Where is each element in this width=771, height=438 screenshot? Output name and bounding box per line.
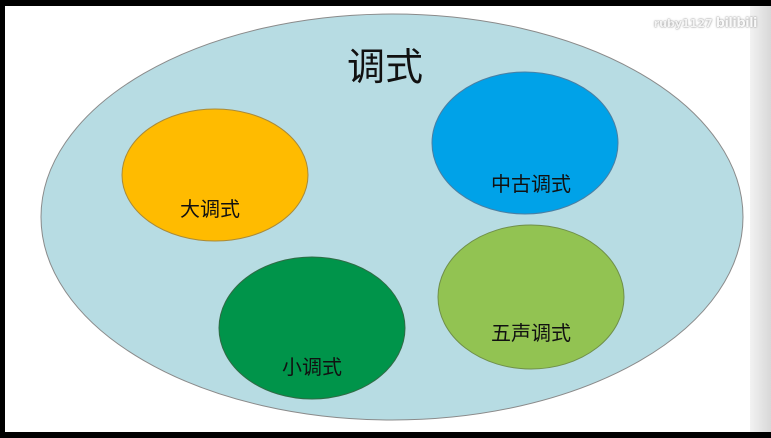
minor-mode-ellipse bbox=[218, 256, 406, 400]
bilibili-logo: bilibili bbox=[715, 16, 758, 31]
pentatonic-mode-ellipse bbox=[437, 224, 625, 370]
major-mode-ellipse bbox=[121, 108, 309, 242]
diagram-title: 调式 bbox=[347, 45, 423, 89]
pentatonic-mode-label: 五声调式 bbox=[491, 321, 571, 345]
medieval-mode-ellipse bbox=[431, 71, 619, 215]
minor-mode-label: 小调式 bbox=[282, 355, 342, 379]
watermark-user: ruby1127 bbox=[653, 17, 713, 30]
medieval-mode-label: 中古调式 bbox=[491, 172, 571, 196]
slide-edge-shadow bbox=[750, 6, 771, 432]
bilibili-watermark: ruby1127 bilibili bbox=[653, 16, 758, 31]
major-mode-label: 大调式 bbox=[180, 197, 240, 221]
